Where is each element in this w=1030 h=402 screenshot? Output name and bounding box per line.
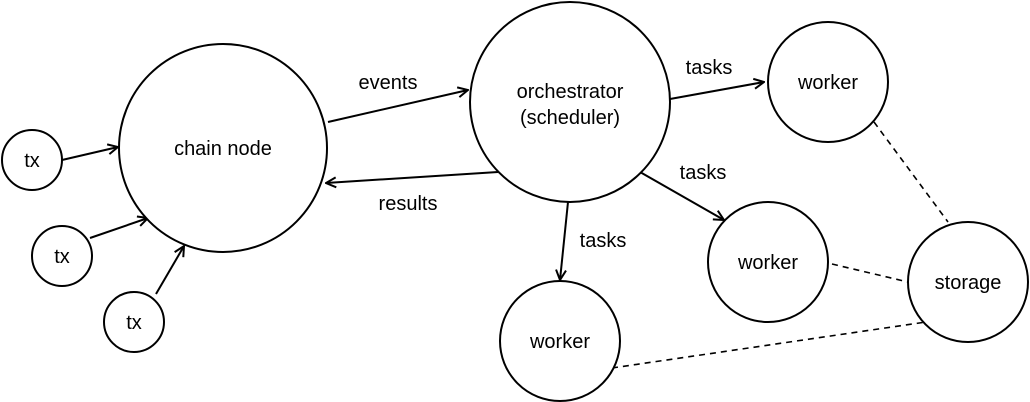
edge-events — [327, 90, 468, 123]
node-chain-node: chain node — [118, 43, 328, 253]
edge-results — [326, 171, 499, 183]
node-label: worker — [797, 72, 858, 94]
node-worker-bottom: worker — [499, 280, 621, 402]
edge-tasks-mid — [639, 171, 724, 220]
node-worker-mid: worker — [707, 201, 829, 323]
node-label-line1: orchestrator — [517, 81, 624, 103]
edge-tx3-to-chain-node — [155, 246, 184, 295]
edge-label-tasks-bottom: tasks — [580, 230, 627, 252]
edge-tasks-bottom — [560, 201, 569, 280]
node-label: tx — [54, 246, 70, 268]
node-orchestrator: orchestrator (scheduler) — [469, 1, 671, 203]
node-storage: storage — [907, 221, 1029, 343]
edge-label-results: results — [379, 193, 438, 215]
node-worker-top: worker — [767, 21, 889, 143]
node-tx-3: tx — [103, 291, 165, 353]
node-label: storage — [935, 272, 1002, 294]
node-label: tx — [126, 312, 142, 334]
link-worker-top-storage — [873, 121, 949, 223]
edge-tx2-to-chain-node — [89, 218, 148, 239]
link-worker-bottom-storage — [611, 321, 927, 369]
node-label: tx — [24, 150, 40, 172]
edge-label-tasks-top: tasks — [686, 57, 733, 79]
node-label: worker — [529, 331, 590, 353]
edge-label-events: events — [359, 72, 418, 94]
edge-label-tasks-mid: tasks — [680, 162, 727, 184]
link-worker-mid-storage — [831, 263, 909, 283]
node-label: chain node — [174, 138, 272, 160]
node-label-line2: (scheduler) — [520, 107, 620, 129]
node-tx-2: tx — [31, 225, 93, 287]
edge-tasks-top — [669, 82, 764, 100]
node-label: worker — [737, 252, 798, 274]
node-tx-1: tx — [1, 129, 63, 191]
edge-tx1-to-chain-node — [61, 147, 118, 161]
